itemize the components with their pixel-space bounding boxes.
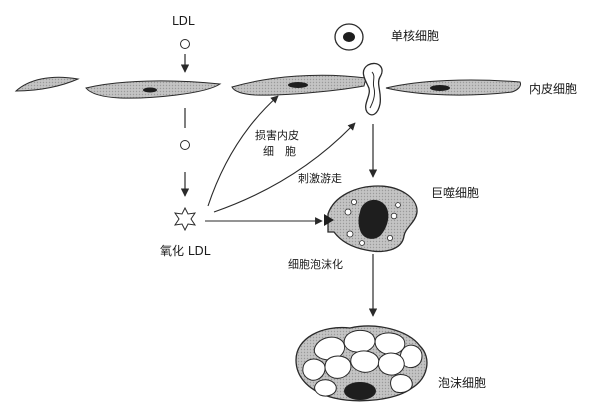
ldl-pathway <box>173 39 197 232</box>
vesicle <box>359 240 365 246</box>
lipid-droplet <box>314 379 337 397</box>
lipid-droplet <box>390 374 413 393</box>
foam-cell <box>295 325 428 402</box>
endothelial-nucleus <box>288 82 308 88</box>
ldl-particle <box>180 39 190 49</box>
endothelial-layer <box>14 74 521 99</box>
ldl-particle-subendothelial <box>180 140 190 150</box>
macrophage-receptor <box>324 214 334 226</box>
arrow-damage-endothelium <box>207 95 279 207</box>
label-oxidized-ldl: 氧化 LDL <box>160 244 211 258</box>
migrating-monocyte <box>362 62 383 116</box>
endothelial-cell <box>385 79 521 96</box>
label-stimulate-migration: 刺激游走 <box>298 172 342 185</box>
label-endothelial-cell: 内皮细胞 <box>529 82 578 96</box>
vesicle <box>346 230 354 238</box>
lipid-droplet <box>324 355 352 379</box>
macrophage <box>324 185 418 253</box>
label-ldl: LDL <box>172 14 195 28</box>
label-monocyte: 单核细胞 <box>391 29 440 43</box>
oxidized-ldl-particle <box>173 206 197 232</box>
arrow-stimulate-migration <box>213 122 356 213</box>
monocyte <box>334 23 364 51</box>
monocyte-nucleus <box>343 32 355 42</box>
lipid-droplet <box>313 336 345 361</box>
vesicle <box>386 234 393 241</box>
vesicle <box>350 198 357 205</box>
endothelial-cell-left-edge <box>14 76 80 92</box>
lipid-droplet <box>343 329 376 353</box>
endothelial-nucleus <box>430 85 450 91</box>
label-foam-transformation: 细胞泡沫化 <box>288 258 343 271</box>
foam-cell-nucleus <box>344 382 376 400</box>
lipid-droplet <box>302 358 326 381</box>
label-foam-cell: 泡沫细胞 <box>438 376 487 390</box>
vesicle <box>390 212 398 220</box>
vesicle <box>395 202 401 208</box>
label-damage-line1: 损害内皮 <box>255 129 299 142</box>
endothelial-nucleus <box>143 87 157 93</box>
lipid-droplet <box>374 332 406 355</box>
macrophage-nucleus <box>358 199 389 239</box>
lipid-droplet <box>377 352 405 376</box>
label-macrophage: 巨噬细胞 <box>431 186 480 200</box>
lipid-droplet <box>350 350 380 373</box>
label-damage-line2: 细 胞 <box>263 145 296 158</box>
vesicle <box>344 208 352 216</box>
